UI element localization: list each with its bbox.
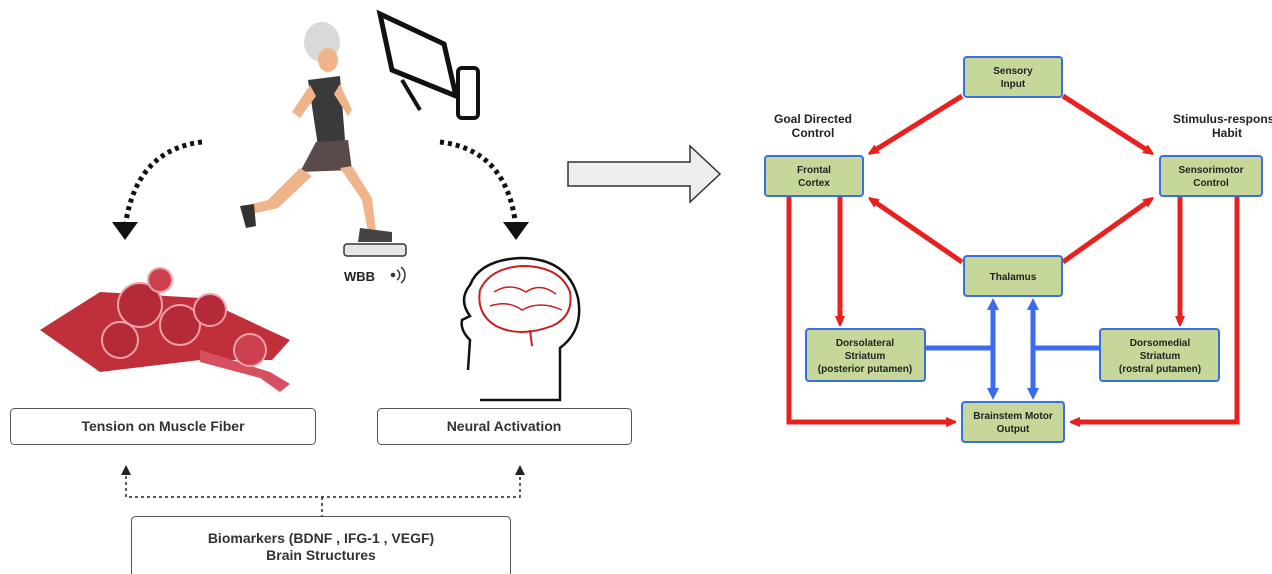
- arrow-sensory-to-frontal: [872, 93, 964, 152]
- goal-directed-label-2: Control: [792, 126, 835, 140]
- node-dorsolateral-striatum: Dorsolateral Striatum (posterior putamen…: [805, 328, 926, 382]
- arrowhead-right: [503, 222, 529, 240]
- brainstem-line2: Output: [997, 424, 1030, 435]
- frontal-line1: Frontal: [797, 165, 831, 176]
- node-sensorimotor-control: Sensorimotor Control: [1159, 155, 1263, 197]
- frontal-line2: Cortex: [798, 178, 830, 189]
- arrowhead-left: [112, 222, 138, 240]
- node-sensory-input: Sensory Input: [963, 56, 1063, 98]
- feedback-dotted-connector: [121, 465, 525, 498]
- wireless-icon: [390, 266, 406, 284]
- dotted-curve-right: [439, 139, 519, 229]
- node-dorsomedial-striatum: Dorsomedial Striatum (rostral putamen): [1099, 328, 1220, 382]
- sensorimotor-line1: Sensorimotor: [1178, 165, 1243, 176]
- balance-board: [343, 243, 407, 257]
- node-brainstem-motor-output: Brainstem Motor Output: [961, 401, 1065, 443]
- dorsolateral-line2: Striatum: [845, 351, 886, 362]
- arrow-sensory-to-sensorimotor: [1061, 93, 1150, 152]
- habit-label-1: Stimulus-response: [1173, 112, 1272, 126]
- arrow-sensorimotor-to-brainstem: [1074, 196, 1240, 422]
- node-frontal-cortex: Frontal Cortex: [764, 155, 864, 197]
- wbb-label: WBB: [344, 269, 375, 284]
- goal-directed-label-1: Goal Directed: [774, 112, 852, 126]
- habit-label-2: Habit: [1212, 126, 1242, 140]
- head-brain-illustration: [460, 256, 581, 402]
- node-thalamus: Thalamus: [963, 255, 1063, 297]
- blue-pathways: [925, 298, 1100, 400]
- dorsolateral-line1: Dorsolateral: [836, 338, 895, 349]
- muscle-tension-label: Tension on Muscle Fiber: [81, 418, 245, 434]
- sensorimotor-line2: Control: [1193, 178, 1229, 189]
- neural-activation-box: [377, 408, 632, 445]
- thalamus-label: Thalamus: [990, 272, 1037, 283]
- muscle-fiber-illustration: [40, 267, 290, 392]
- arrow-thalamus-to-sensorimotor: [1061, 200, 1150, 265]
- arrow-thalamus-to-frontal: [872, 200, 964, 265]
- runner-illustration: [240, 22, 392, 242]
- biomarkers-line1: Biomarkers (BDNF , IFG-1 , VEGF): [208, 530, 434, 546]
- monitor-icon: [376, 9, 480, 120]
- biomarkers-box: [131, 516, 511, 574]
- neural-activation-label: Neural Activation: [447, 418, 562, 434]
- red-pathways: [786, 93, 1240, 422]
- dorsomedial-line2: Striatum: [1140, 351, 1181, 362]
- transition-arrow: [567, 144, 722, 204]
- sensory-line2: Input: [1001, 79, 1026, 90]
- dorsomedial-line1: Dorsomedial: [1130, 338, 1191, 349]
- dorsolateral-line3: (posterior putamen): [818, 364, 912, 375]
- biomarkers-line2: Brain Structures: [266, 547, 376, 563]
- dotted-curve-left: [122, 139, 203, 229]
- brainstem-line1: Brainstem Motor: [973, 411, 1053, 422]
- arrow-frontal-to-brainstem: [786, 196, 952, 422]
- muscle-tension-box: [10, 408, 316, 445]
- dorsomedial-line3: (rostral putamen): [1119, 364, 1201, 375]
- sensory-line1: Sensory: [993, 66, 1033, 77]
